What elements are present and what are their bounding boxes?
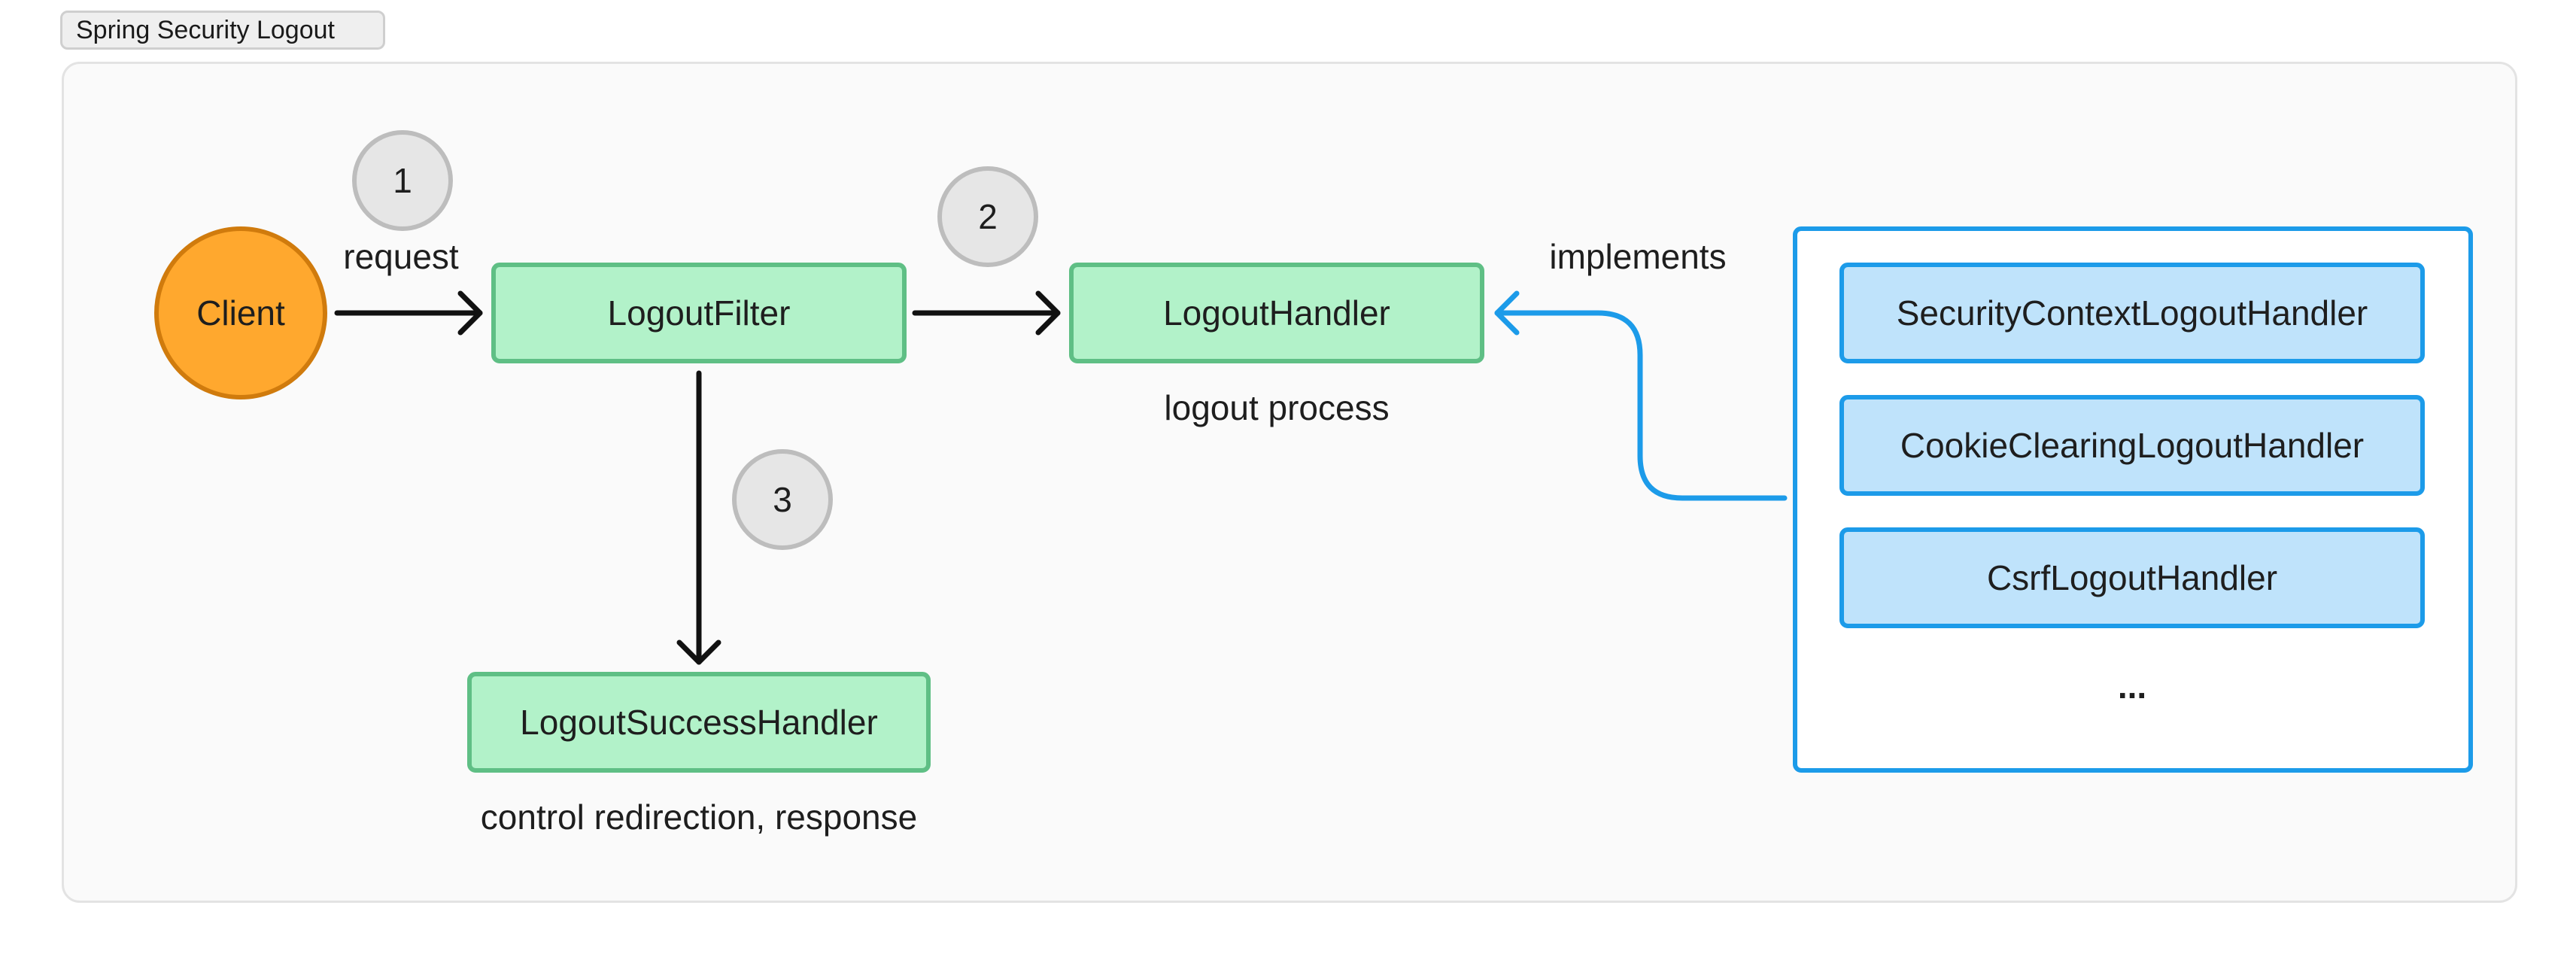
implementations-container [1793, 226, 2473, 773]
cookie-clearing-logout-handler-label: CookieClearingLogoutHandler [1900, 426, 2364, 465]
logout-success-handler-label: LogoutSuccessHandler [520, 703, 878, 742]
implements-arrow [1494, 290, 1788, 501]
success-description-label: control redirection, response [481, 797, 917, 837]
csrf-logout-handler-label: CsrfLogoutHandler [1987, 558, 2277, 597]
logout-handler-label: LogoutHandler [1163, 293, 1390, 333]
process-arrow [912, 290, 1061, 336]
logout-filter-label: LogoutFilter [608, 293, 791, 333]
logout-success-handler-node: LogoutSuccessHandler [467, 672, 931, 773]
step-1-label: 1 [393, 161, 412, 200]
request-arrow [334, 290, 483, 336]
csrf-logout-handler-node: CsrfLogoutHandler [1839, 527, 2425, 628]
security-context-logout-handler-label: SecurityContextLogoutHandler [1897, 293, 2368, 333]
diagram-title: Spring Security Logout [60, 11, 385, 50]
step-1-badge: 1 [352, 130, 453, 231]
implements-label: implements [1549, 237, 1726, 276]
step-3-badge: 3 [732, 449, 833, 550]
logout-filter-node: LogoutFilter [491, 263, 907, 363]
client-label: Client [196, 293, 285, 333]
cookie-clearing-logout-handler-node: CookieClearingLogoutHandler [1839, 395, 2425, 496]
more-handlers-ellipsis: ... [2118, 667, 2146, 706]
request-label: request [343, 237, 459, 276]
step-2-label: 2 [978, 197, 998, 236]
logout-handler-node: LogoutHandler [1069, 263, 1484, 363]
step-2-badge: 2 [937, 166, 1038, 267]
logout-process-label: logout process [1164, 388, 1389, 427]
client-node: Client [154, 226, 327, 399]
step-3-label: 3 [773, 480, 792, 519]
security-context-logout-handler-node: SecurityContextLogoutHandler [1839, 263, 2425, 363]
success-arrow [676, 370, 721, 665]
